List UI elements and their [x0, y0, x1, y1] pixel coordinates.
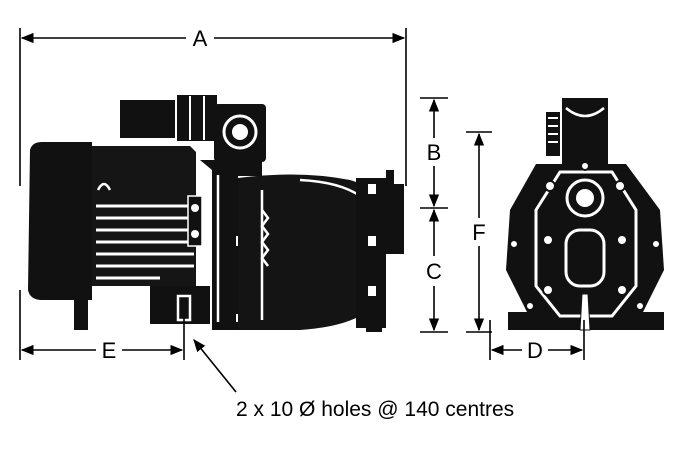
motor-foot-left	[74, 296, 88, 330]
motor-cooling-fins	[96, 204, 194, 280]
dimension-label-a: A	[193, 26, 208, 51]
holes-leader-line	[193, 339, 237, 393]
motor-base	[150, 286, 210, 324]
pump-side-view	[28, 93, 404, 332]
pump-volute	[238, 174, 380, 330]
mounting-holes-note: 2 x 10 Ø holes @ 140 centres	[236, 398, 514, 421]
motor-fan-cover	[28, 142, 92, 300]
dimension-label-e: E	[102, 338, 117, 363]
discharge-pipe	[120, 100, 182, 138]
front-cover-bolts	[509, 161, 661, 311]
dimension-label-f: F	[472, 220, 485, 245]
front-impeller-window	[564, 228, 606, 288]
dimension-label-c: C	[426, 259, 442, 284]
pump-front-view	[506, 98, 664, 331]
casing-foot	[366, 300, 382, 332]
front-outlet-neck	[562, 98, 608, 164]
terminal-box	[92, 146, 196, 198]
coupling-flange	[187, 195, 203, 247]
dimension-label-b: B	[427, 140, 442, 165]
dimension-label-d: D	[527, 338, 543, 363]
inlet-port	[384, 184, 404, 254]
dimension-lines	[19, 28, 585, 393]
discharge-union	[175, 93, 219, 143]
